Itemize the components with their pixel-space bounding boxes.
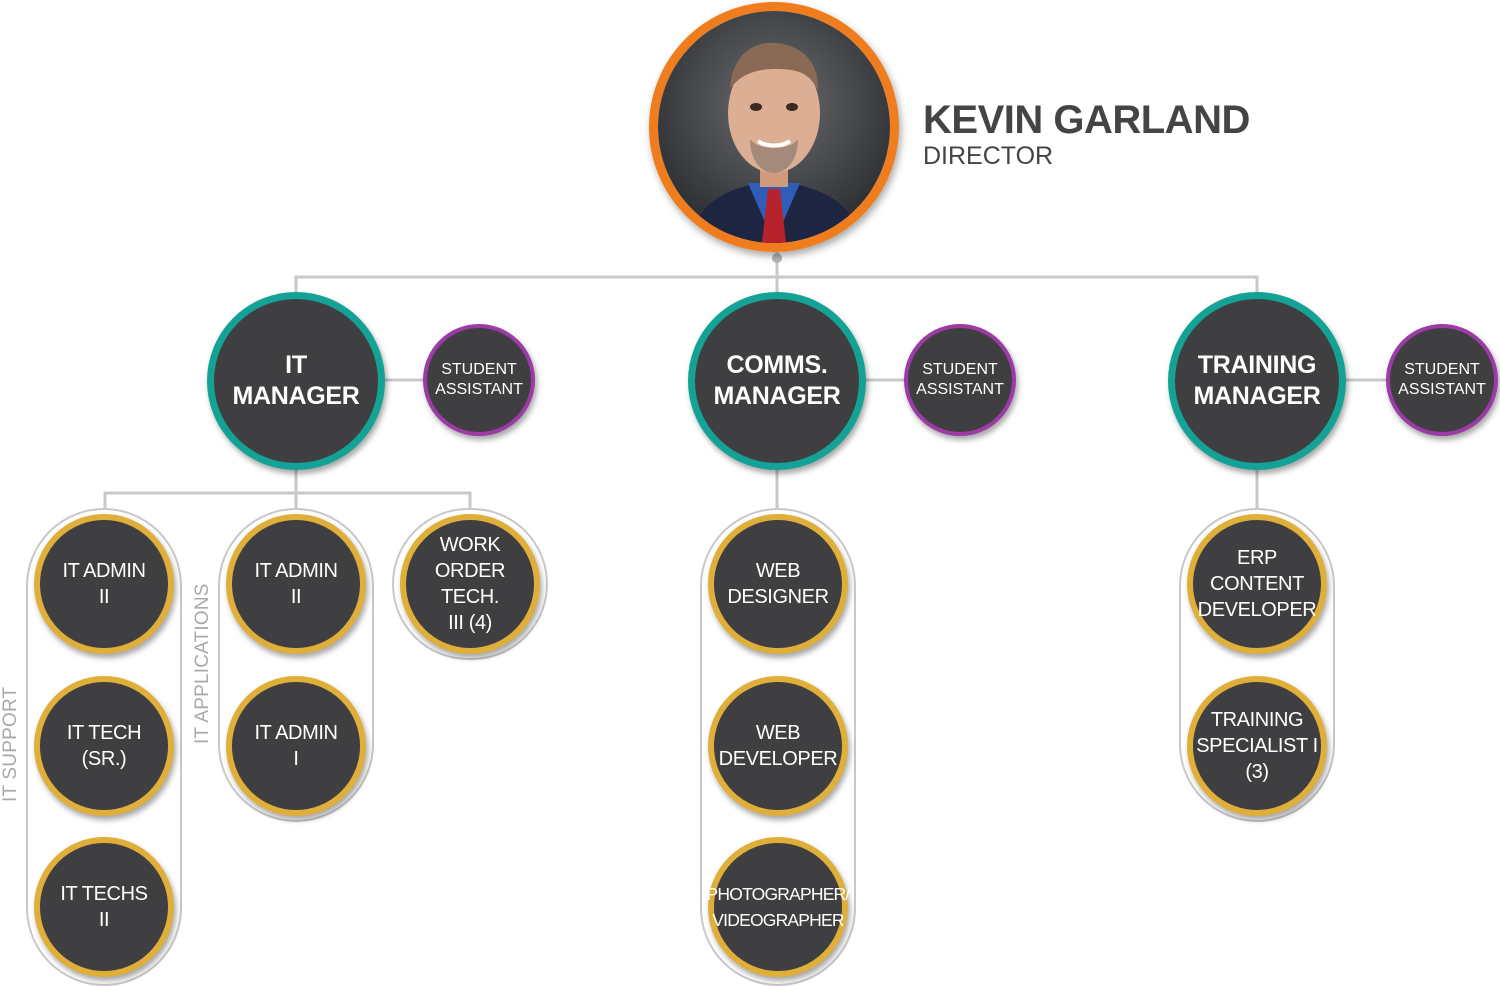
photographer-videographer-node: PHOTOGRAPHER/ VIDEOGRAPHER (706, 837, 851, 977)
it-admin-i-node: IT ADMIN I (226, 676, 366, 816)
training-student-assistant-label: STUDENT ASSISTANT (1398, 361, 1486, 398)
erp-content-developer-label: ERP CONTENT DEVELOPER (1197, 547, 1317, 621)
it-admin-ii-apps-node: IT ADMIN II (226, 514, 366, 654)
web-designer-node: WEB DESIGNER (708, 514, 848, 654)
it-applications-group-outline (218, 508, 374, 822)
comms-student-assistant-label: STUDENT ASSISTANT (916, 361, 1004, 398)
it-tech-sr-label: IT TECH (SR.) (66, 722, 142, 770)
work-order-outline (392, 508, 548, 660)
web-developer-label: WEB DEVELOPER (718, 722, 838, 770)
it-admin-ii-support-label: IT ADMIN II (62, 560, 146, 608)
work-order-tech-node: WORK ORDER TECH. III (4) (400, 514, 540, 654)
training-team-group-outline (1179, 508, 1335, 822)
comms-manager-label: COMMS. MANAGER (713, 351, 841, 410)
it-manager-label: IT MANAGER (232, 351, 360, 410)
director-name: KEVIN GARLAND (923, 98, 1250, 142)
it-manager-node: IT MANAGER (207, 292, 385, 470)
erp-content-developer-node: ERP CONTENT DEVELOPER (1187, 514, 1327, 654)
comms-student-assistant-node: STUDENT ASSISTANT (904, 324, 1016, 436)
web-designer-label: WEB DESIGNER (727, 560, 829, 608)
it-support-label: IT SUPPORT (0, 686, 21, 802)
training-student-assistant-node: STUDENT ASSISTANT (1386, 324, 1498, 436)
work-order-tech-label: WORK ORDER TECH. III (4) (434, 534, 506, 634)
it-tech-sr-node: IT TECH (SR.) (34, 676, 174, 816)
training-manager-node: TRAINING MANAGER (1168, 292, 1346, 470)
person-portrait-icon (658, 11, 890, 243)
it-techs-ii-node: IT TECHS II (34, 837, 174, 977)
web-developer-node: WEB DEVELOPER (708, 676, 848, 816)
it-admin-i-label: IT ADMIN I (254, 722, 338, 770)
director-photo (649, 2, 899, 252)
it-admin-ii-apps-label: IT ADMIN II (254, 560, 338, 608)
photographer-videographer-label: PHOTOGRAPHER/ VIDEOGRAPHER (706, 884, 851, 930)
training-specialist-label: TRAINING SPECIALIST I (3) (1196, 709, 1318, 783)
it-admin-ii-support-node: IT ADMIN II (34, 514, 174, 654)
it-applications-label: IT APPLICATIONS (192, 583, 213, 744)
it-student-assistant-node: STUDENT ASSISTANT (423, 324, 535, 436)
training-manager-label: TRAINING MANAGER (1193, 351, 1321, 410)
comms-manager-node: COMMS. MANAGER (688, 292, 866, 470)
director-title: DIRECTOR (923, 142, 1054, 170)
it-student-assistant-label: STUDENT ASSISTANT (435, 361, 523, 398)
it-techs-ii-label: IT TECHS II (60, 883, 148, 931)
training-specialist-node: TRAINING SPECIALIST I (3) (1187, 676, 1327, 816)
